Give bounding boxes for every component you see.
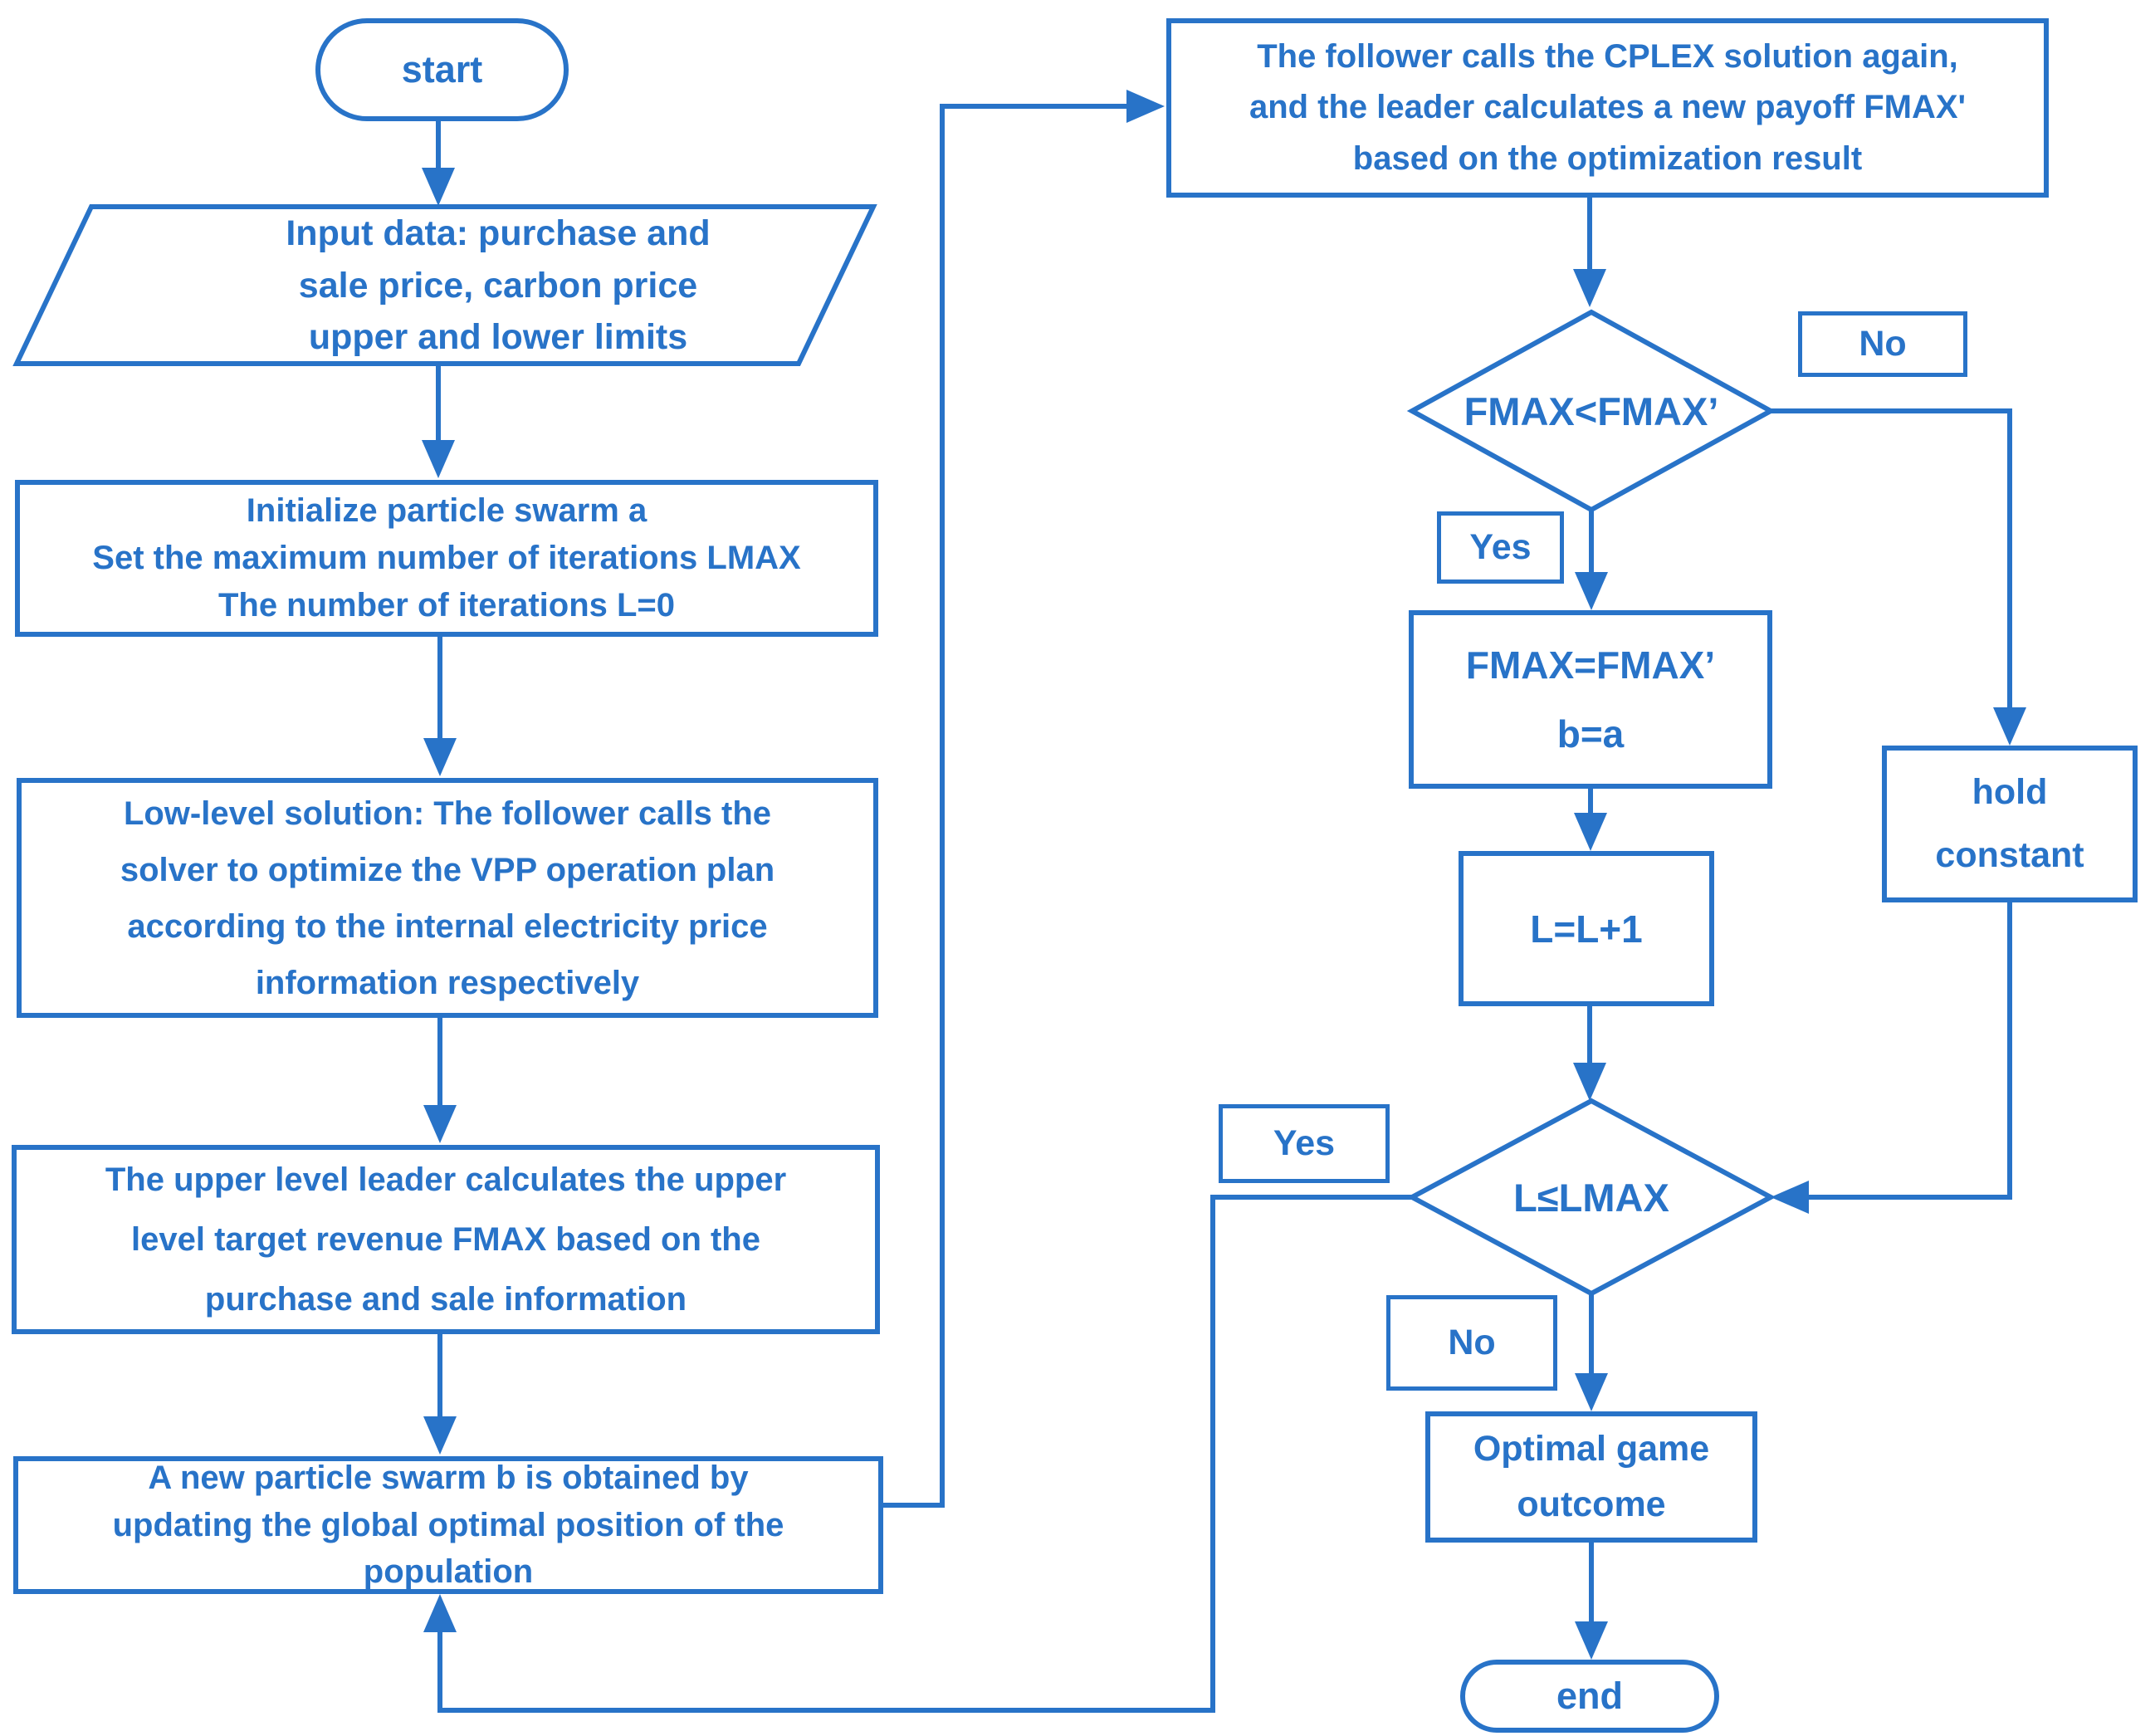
new-particle-swarm-box: A new particle swarm b is obtained by up…: [13, 1456, 883, 1594]
arrowhead-lmax-yes-feedback: [423, 1594, 457, 1632]
start-node: start: [315, 18, 569, 121]
yes-label-top: Yes: [1437, 511, 1564, 584]
increment-iteration-box: L=L+1: [1459, 851, 1714, 1006]
arrowhead-lowlevel-to-upperlevel: [423, 1105, 457, 1143]
arrowhead-input-to-initialize: [422, 440, 455, 478]
arrowhead-upperlevel-to-newswarm: [423, 1416, 457, 1455]
connector-fmax-no-to-hold: [1771, 408, 2012, 716]
fmax-update-box: FMAX=FMAX’ b=a: [1409, 610, 1772, 789]
arrowhead-update-to-increment: [1574, 813, 1607, 851]
arrowhead-fmax-yes-to-update: [1575, 572, 1608, 610]
end-label: end: [1556, 1675, 1623, 1717]
upper-level-leader-box: The upper level leader calculates the up…: [12, 1145, 880, 1334]
yes-label-bottom: Yes: [1219, 1104, 1390, 1183]
input-data-parallelogram: [12, 204, 877, 366]
hold-constant-box: hold constant: [1882, 746, 2138, 902]
arrowhead-increment-to-lmax-decision: [1573, 1063, 1606, 1101]
arrowhead-fmax-no-to-hold: [1993, 707, 2026, 746]
start-label: start: [401, 48, 483, 90]
arrowhead-initialize-to-lowlevel: [423, 738, 457, 776]
initialize-swarm-box: Initialize particle swarm a Set the maxi…: [15, 480, 878, 637]
no-label-top: No: [1798, 311, 1967, 377]
connector-hold-to-lmax-decision: [1801, 902, 2012, 1200]
arrowhead-cplex-to-fmax-decision: [1573, 269, 1606, 307]
arrowhead-lmax-no-to-optimal: [1575, 1373, 1608, 1411]
connector-newswarm-to-cplex: [883, 104, 1135, 1508]
lmax-decision-text: L≤LMAX: [1513, 1175, 1669, 1220]
low-level-solution-box: Low-level solution: The follower calls t…: [17, 778, 878, 1018]
end-node: end: [1460, 1660, 1719, 1733]
connector-lmax-yes-feedback: [437, 1195, 1412, 1713]
no-label-bottom: No: [1386, 1295, 1557, 1391]
optimal-outcome-box: Optimal game outcome: [1425, 1411, 1757, 1543]
cplex-recall-box: The follower calls the CPLEX solution ag…: [1166, 18, 2049, 198]
fmax-decision-text: FMAX<FMAX’: [1464, 389, 1719, 433]
input-data-text: Input data: purchase and sale price, car…: [286, 213, 711, 358]
arrowhead-optimal-to-end: [1575, 1621, 1608, 1660]
arrowhead-hold-to-lmax-decision: [1771, 1181, 1809, 1214]
arrowhead-newswarm-to-cplex: [1126, 90, 1165, 123]
arrowhead-start-to-input: [422, 168, 455, 206]
